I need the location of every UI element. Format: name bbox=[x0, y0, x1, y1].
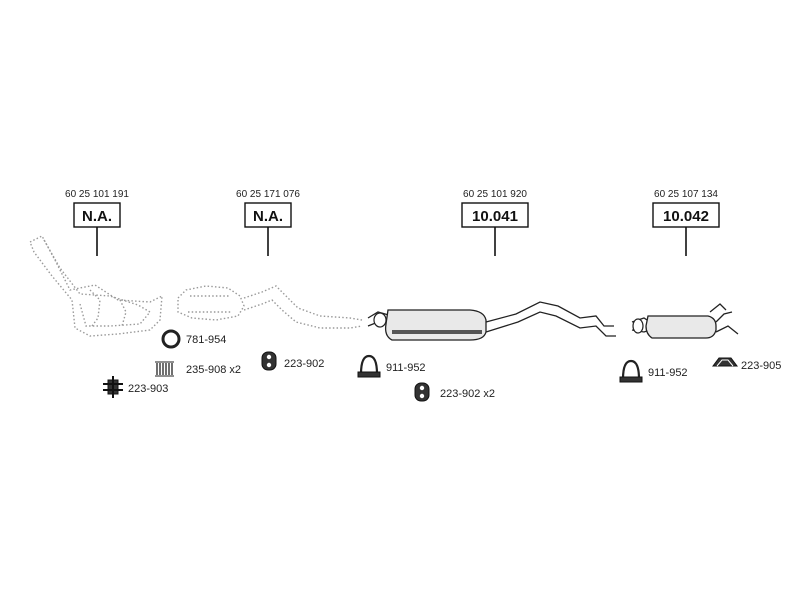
part-rubber-mount-pair[interactable]: 223-902 x2 bbox=[414, 382, 495, 402]
oem-number-4: 60 25 107 134 bbox=[654, 189, 718, 200]
gasket-ring-icon bbox=[161, 329, 181, 349]
part-gasket-ring[interactable]: 781-954 bbox=[161, 329, 226, 349]
part-hanger-bracket[interactable]: 223-903 bbox=[103, 376, 168, 398]
part-code-box-3[interactable] bbox=[461, 202, 529, 228]
rubber-mount-icon bbox=[261, 351, 277, 371]
part-label-8: 223-905 bbox=[741, 360, 781, 372]
part-label-7: 911-952 bbox=[648, 367, 688, 379]
part-strap-mount[interactable]: 223-905 bbox=[712, 357, 781, 372]
middle-silencer-drawing bbox=[367, 301, 616, 341]
section-front-pipe[interactable]: 60 25 101 191 N.A. bbox=[65, 189, 129, 256]
part-code-4: 10.042 bbox=[663, 208, 709, 225]
part-label-4: 223-903 bbox=[128, 383, 168, 395]
part-u-clamp-middle[interactable]: 911-952 bbox=[357, 354, 426, 378]
oem-number-2: 60 25 171 076 bbox=[236, 189, 300, 200]
part-label-1: 781-954 bbox=[186, 334, 226, 346]
rubber-mount-icon bbox=[414, 382, 430, 402]
part-label-5: 911-952 bbox=[386, 362, 426, 374]
oem-number-3: 60 25 101 920 bbox=[463, 189, 527, 200]
part-spring[interactable]: 235-908 x2 bbox=[155, 361, 241, 377]
section-rear-silencer[interactable]: 60 25 107 134 10.042 bbox=[652, 189, 720, 256]
u-clamp-icon bbox=[357, 354, 381, 378]
part-code-box-2[interactable] bbox=[244, 202, 292, 228]
part-label-3: 223-902 bbox=[284, 358, 324, 370]
part-code-1: N.A. bbox=[82, 208, 112, 225]
u-clamp-icon bbox=[619, 359, 643, 383]
section-middle-silencer[interactable]: 60 25 101 920 10.041 bbox=[461, 189, 529, 256]
section-catalytic-converter[interactable]: 60 25 171 076 N.A. bbox=[236, 189, 300, 256]
catalytic-converter-outline bbox=[177, 285, 363, 329]
part-code-3: 10.041 bbox=[472, 208, 518, 225]
part-label-6: 223-902 x2 bbox=[440, 388, 495, 400]
rear-silencer-drawing bbox=[631, 303, 739, 339]
part-code-2: N.A. bbox=[253, 208, 283, 225]
oem-number-1: 60 25 101 191 bbox=[65, 189, 129, 200]
front-pipe-outline bbox=[29, 235, 163, 337]
part-label-2: 235-908 x2 bbox=[186, 364, 241, 376]
hanger-bracket-icon bbox=[103, 376, 123, 398]
part-rubber-mount[interactable]: 223-902 bbox=[261, 351, 324, 371]
strap-mount-icon bbox=[712, 357, 738, 367]
part-u-clamp-rear[interactable]: 911-952 bbox=[619, 359, 688, 383]
spring-icon bbox=[155, 361, 174, 377]
